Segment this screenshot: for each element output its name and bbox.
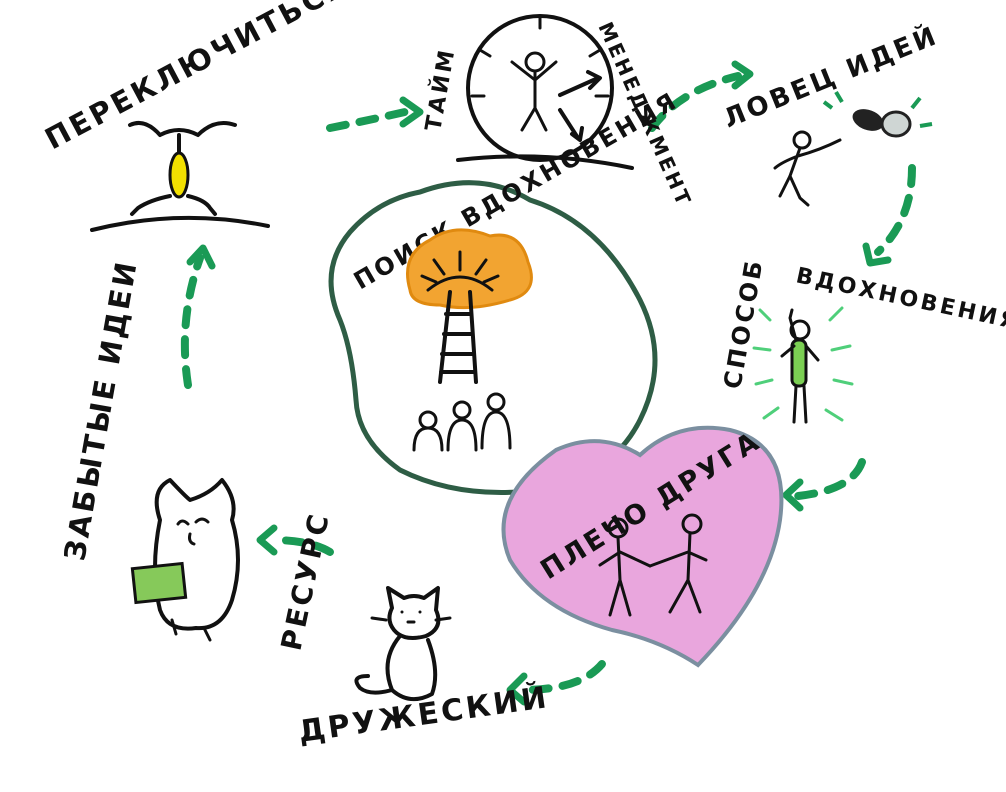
group-people-icon (412, 392, 512, 452)
arrow-way-to-shoulder (794, 458, 866, 500)
connector-arrows (180, 60, 916, 706)
node-way-inspiration: СПОСОБ ВДОХНОВЕНИЯ (718, 256, 1006, 424)
note-paper-icon (130, 561, 188, 605)
arrow-catcher-to-way-head (862, 242, 892, 267)
label-forgotten: ЗАБЫТЫЕ ИДЕИ (57, 257, 143, 563)
arrow-shoulder-to-resource-head (506, 672, 528, 706)
handstand-figure-icon (128, 121, 237, 216)
ground-line-switch (90, 215, 270, 232)
glow-rays-icon (752, 306, 854, 422)
label-time-a: ТАЙМ (420, 45, 460, 133)
arrow-switch-to-time (326, 108, 409, 132)
arrow-resource-to-forgotten-head (256, 524, 278, 556)
node-shoulder: ПЛЕЧО ДРУГА (501, 425, 784, 668)
ground-line-time (456, 154, 634, 170)
arrow-switch-to-time-head (399, 96, 424, 128)
horned-creature-icon (153, 478, 240, 642)
label-resource-b: ДРУЖЕСКИЙ (296, 679, 551, 750)
label-way-a: СПОСОБ (718, 256, 769, 391)
clock-ticks (470, 14, 610, 98)
heart-shape (501, 425, 784, 668)
flying-idea-icon (822, 90, 933, 138)
arrow-resource-to-forgotten (268, 536, 334, 556)
label-resource-a: РЕСУРС (275, 509, 337, 654)
stickman-in-wheel-icon (510, 51, 558, 132)
two-friends-icon (598, 513, 708, 617)
arrow-shoulder-to-resource (518, 660, 606, 694)
arrow-time-to-catcher-head (731, 60, 754, 90)
arrow-time-to-catcher (648, 72, 742, 132)
running-stickman-icon (773, 130, 842, 207)
cloud-outline (328, 180, 658, 495)
raised-arm-stickman-icon (780, 308, 820, 424)
label-way-b: ВДОХНОВЕНИЯ (794, 263, 1006, 335)
clock-hands-icon (558, 70, 602, 142)
node-switch: ПЕРЕКЛЮЧИТЬСЯ (39, 0, 355, 232)
node-forgotten-ideas: ЗАБЫТЫЕ ИДЕИ (57, 257, 240, 642)
arrow-forgotten-to-switch (180, 254, 204, 389)
arrow-way-to-shoulder-head (782, 478, 804, 512)
node-search-inspiration: ПОИСК ВДОХНОВЕНИЯ (328, 86, 683, 495)
arrow-forgotten-to-switch-head (186, 244, 216, 270)
arrow-catcher-to-way (874, 164, 916, 256)
ladder-icon (438, 290, 478, 384)
cat-icon (354, 586, 452, 702)
sun-burst-icon (406, 228, 533, 310)
